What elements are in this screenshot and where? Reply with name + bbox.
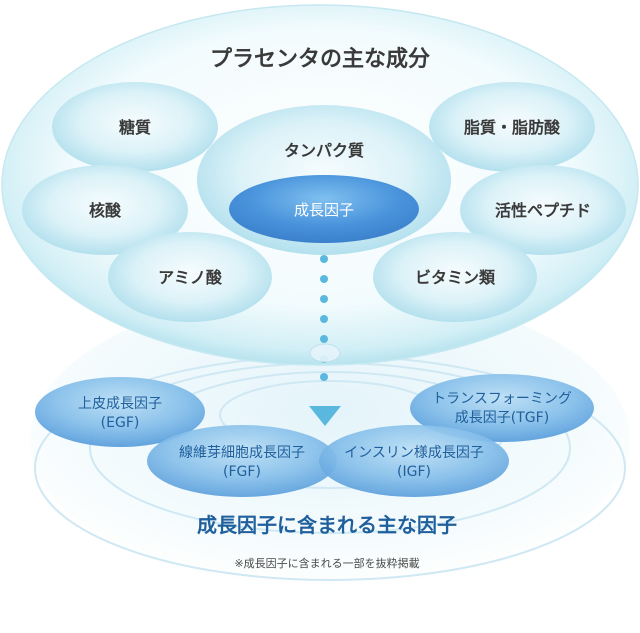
label-nucleic-acid: 核酸	[89, 201, 122, 220]
cell-sugar	[52, 82, 218, 172]
excerpt-note: ※成長因子に含まれる一部を抜粋掲載	[234, 556, 419, 570]
bubble-igf	[319, 425, 509, 497]
label-peptide: 活性ペプチド	[495, 201, 591, 220]
cell-lipid	[429, 82, 595, 172]
growth-factors-subtitle: 成長因子に含まれる主な因子	[197, 513, 457, 537]
label-tgf-line2: 成長因子(TGF)	[455, 410, 549, 426]
arrow-down-icon	[309, 406, 341, 426]
label-sugar: 糖質	[119, 118, 151, 137]
label-egf-name: 上皮成長因子	[78, 396, 162, 412]
label-egf-abbr: (EGF)	[101, 415, 140, 431]
label-vitamin: ビタミン類	[415, 268, 496, 287]
cell-nucleic-acid	[22, 165, 188, 255]
cell-growth-factor	[229, 175, 419, 243]
label-fgf-abbr: (FGF)	[223, 464, 261, 480]
water-droplet	[309, 343, 341, 363]
label-growth-factor: 成長因子	[294, 201, 354, 219]
bubble-fgf	[147, 425, 337, 497]
label-tgf-line1: トランスフォーミング	[432, 391, 572, 407]
bubble-tgf	[410, 374, 594, 442]
bubble-egf	[35, 377, 205, 447]
label-igf-abbr: (IGF)	[397, 464, 431, 480]
cell-amino-acid	[108, 232, 272, 322]
diagram-title: プラセンタの主な成分	[210, 47, 430, 72]
cell-peptide	[460, 165, 626, 255]
label-lipid: 脂質・脂肪酸	[464, 118, 561, 137]
label-fgf-name: 線維芽細胞成長因子	[179, 445, 305, 461]
label-amino-acid: アミノ酸	[158, 268, 223, 287]
label-protein: タンパク質	[284, 141, 364, 160]
cell-vitamin	[373, 232, 537, 322]
label-igf-name: インスリン様成長因子	[344, 445, 484, 461]
